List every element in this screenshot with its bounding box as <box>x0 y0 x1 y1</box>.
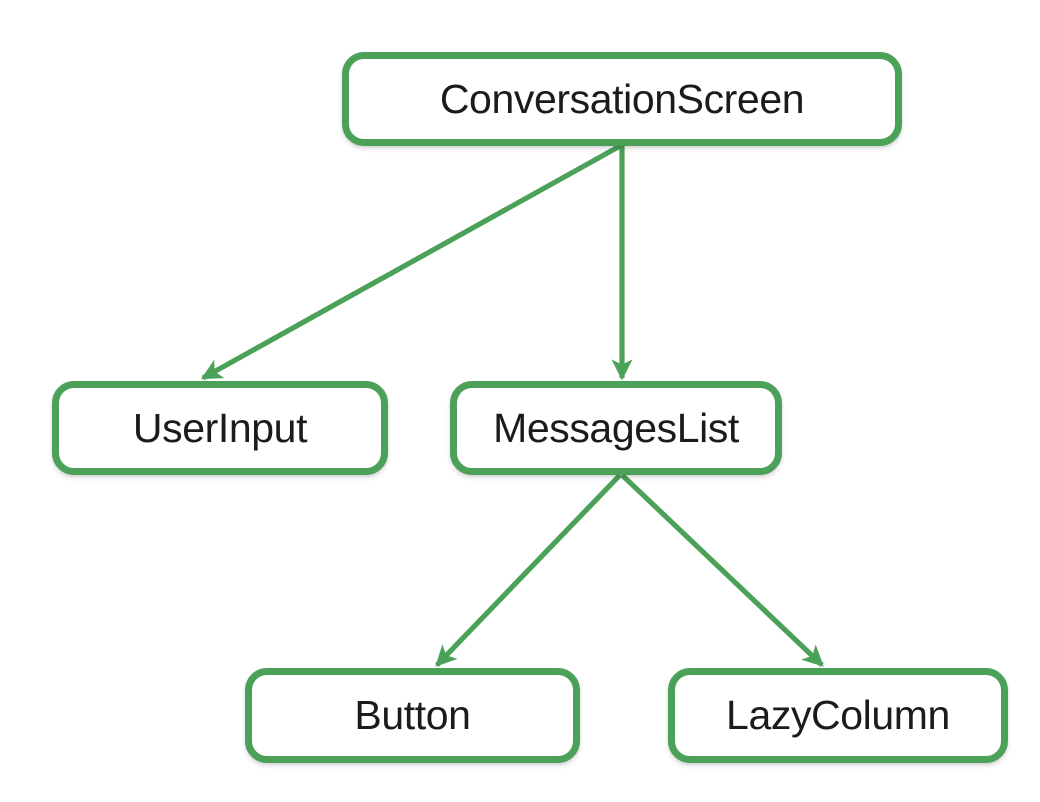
node-button[interactable]: Button <box>245 668 580 763</box>
node-lazycolumn[interactable]: LazyColumn <box>668 668 1008 763</box>
edge-messageslist-to-lazycolumn <box>620 473 824 667</box>
node-label: UserInput <box>132 404 308 451</box>
node-label: LazyColumn <box>726 692 950 738</box>
node-conversationscreen[interactable]: ConversationScreen <box>342 52 902 146</box>
edge-messageslist-to-button <box>435 473 622 667</box>
node-label: Button <box>354 692 471 738</box>
node-userinput[interactable]: UserInput <box>52 381 388 475</box>
node-messageslist[interactable]: MessagesList <box>450 381 782 475</box>
edge-conversationscreen-to-userinput <box>200 143 622 381</box>
node-label: ConversationScreen <box>439 75 805 122</box>
node-label: MessagesList <box>493 404 739 451</box>
